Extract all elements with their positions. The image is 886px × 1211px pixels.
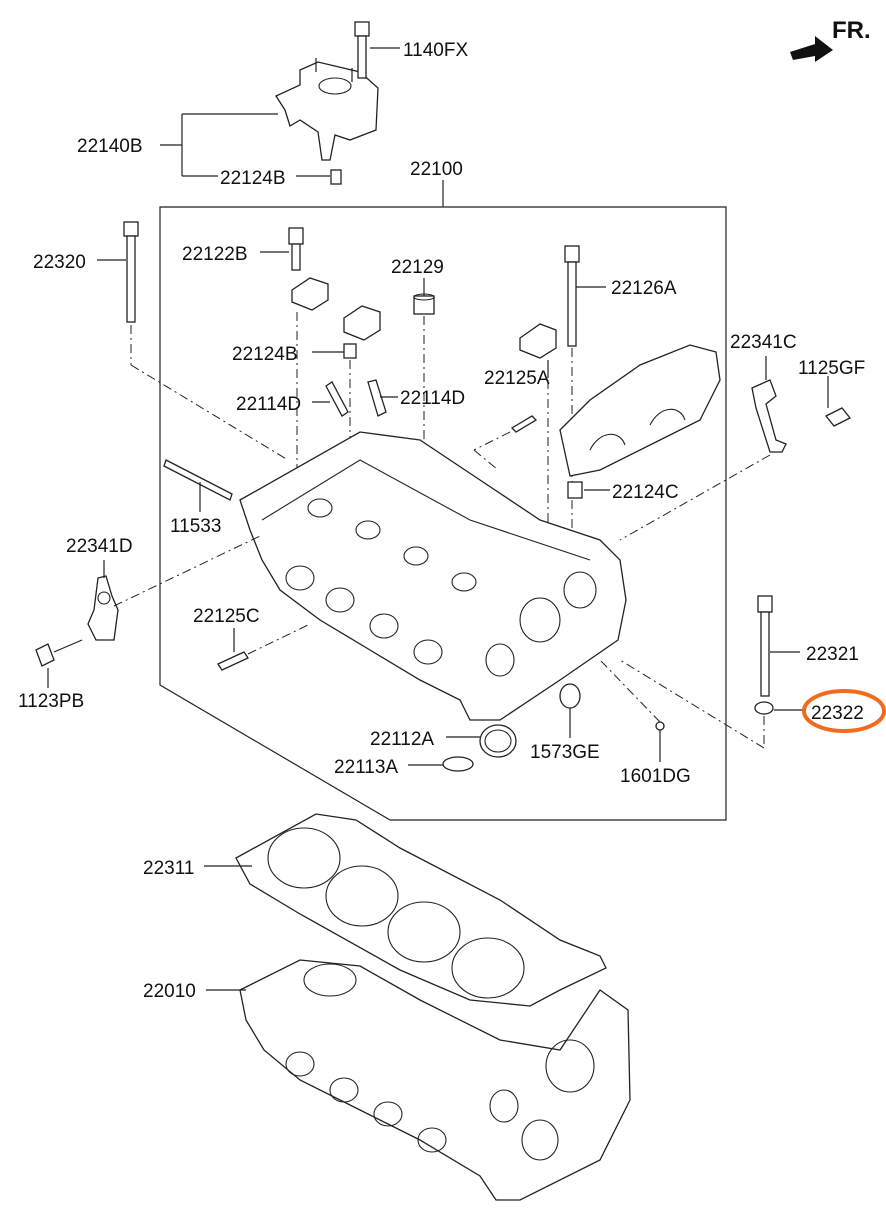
cylinder-head-assembly-box	[159, 206, 727, 821]
label-22320: 22320	[33, 252, 86, 273]
label-22129: 22129	[391, 257, 444, 278]
head-bolt-22320	[123, 221, 139, 323]
label-22114d-left: 22114D	[236, 394, 301, 415]
label-1123pb: 1123PB	[18, 691, 84, 712]
label-22341c: 22341C	[730, 332, 797, 353]
washer-22322	[754, 701, 774, 715]
bolt-22122b	[288, 227, 304, 271]
highlight-ring-22322	[802, 689, 886, 733]
label-22124b-mid: 22124B	[232, 344, 298, 365]
label-22100: 22100	[410, 159, 463, 180]
front-arrow-icon	[790, 36, 833, 62]
label-22113a: 22113A	[334, 757, 398, 778]
hanger-bracket-22341d	[87, 575, 119, 641]
label-22114d-right: 22114D	[400, 388, 465, 409]
label-1601dg: 1601DG	[620, 766, 691, 787]
cam-carrier-22126a	[559, 344, 721, 477]
hanger-bracket-22341c	[751, 379, 787, 453]
bolt-22126a	[564, 245, 580, 347]
label-1125gf: 1125GF	[798, 358, 865, 379]
label-22126a: 22126A	[611, 278, 677, 299]
label-22112a: 22112A	[370, 729, 434, 750]
bracket-22140b	[275, 58, 379, 185]
seal-1573ge	[559, 683, 581, 709]
label-1573ge: 1573GE	[530, 742, 600, 763]
label-22125a: 22125A	[484, 368, 550, 389]
label-22122b: 22122B	[182, 244, 248, 265]
label-22321: 22321	[806, 644, 859, 665]
label-22311: 22311	[143, 858, 194, 879]
cylinder-head-22010	[239, 959, 631, 1201]
seal-22113a	[442, 756, 474, 772]
front-direction-indicator: FR.	[790, 17, 871, 62]
cylinder-head-22100	[239, 431, 627, 721]
label-22124b-top: 22124B	[220, 168, 286, 189]
label-22124c: 22124C	[612, 482, 679, 503]
label-22322: 22322	[811, 703, 864, 724]
label-22125c: 22125C	[193, 606, 260, 627]
head-bolt-22321	[757, 595, 773, 697]
label-22341d: 22341D	[66, 536, 133, 557]
label-22140b: 22140B	[77, 136, 143, 157]
front-label: FR.	[832, 17, 871, 44]
bolt-1140fx	[354, 21, 370, 79]
label-22010: 22010	[143, 981, 196, 1002]
label-1140fx: 1140FX	[403, 40, 468, 61]
head-gasket-22311	[235, 813, 607, 1007]
label-11533: 11533	[170, 516, 221, 537]
